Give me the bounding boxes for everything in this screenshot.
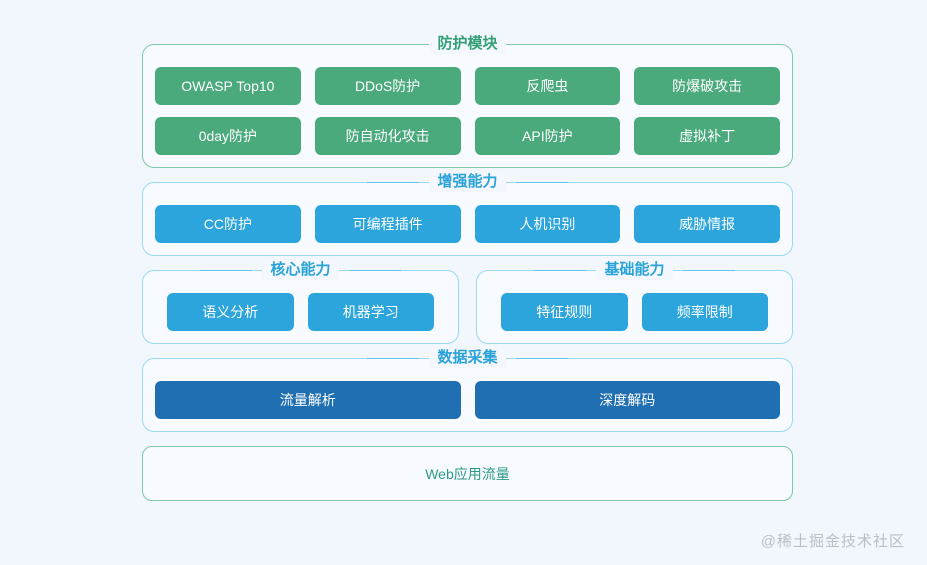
section-legend: 核心能力 <box>143 260 458 280</box>
legend-rule-left <box>367 43 420 45</box>
pill-programmable-plugin[interactable]: 可编程插件 <box>314 205 461 243</box>
pill-anti-crawler[interactable]: 反爬虫 <box>474 67 621 105</box>
legend-rule-left <box>534 269 587 271</box>
legend-rule-left <box>367 181 420 183</box>
section-title: 防护模块 <box>429 34 506 54</box>
legend-rule-right <box>682 269 735 271</box>
pill-threat-intelligence[interactable]: 威胁情报 <box>634 205 780 243</box>
section-basic-capability: 基础能力 特征规则 频率限制 <box>476 260 793 344</box>
pill-human-machine-id[interactable]: 人机识别 <box>474 205 621 243</box>
watermark: @稀土掘金技术社区 <box>760 533 905 550</box>
capability-row: 核心能力 语义分析 机器学习 基础能力 特征规则 频率限制 <box>142 260 793 344</box>
section-legend: 增强能力 <box>143 172 792 192</box>
pill-0day[interactable]: 0day防护 <box>155 117 301 155</box>
section-data-collection: 数据采集 流量解析 深度解码 <box>142 348 793 432</box>
pill-anti-automation[interactable]: 防自动化攻击 <box>314 117 461 155</box>
pill-row: 0day防护 防自动化攻击 API防护 虚拟补丁 <box>155 117 780 155</box>
pill-deep-decoding[interactable]: 深度解码 <box>474 381 780 419</box>
architecture-diagram: 防护模块 OWASP Top10 DDoS防护 反爬虫 防爆破攻击 0day防护… <box>142 34 793 501</box>
legend-rule-right <box>515 181 568 183</box>
legend-rule-right <box>515 357 568 359</box>
pill-traffic-parsing[interactable]: 流量解析 <box>155 381 461 419</box>
pill-signature-rules[interactable]: 特征规则 <box>501 293 628 331</box>
pill-ddos[interactable]: DDoS防护 <box>314 67 461 105</box>
legend-rule-left <box>200 269 253 271</box>
pill-semantic-analysis[interactable]: 语义分析 <box>167 293 294 331</box>
pill-api-protection[interactable]: API防护 <box>474 117 621 155</box>
section-title: 基础能力 <box>596 260 673 280</box>
pill-owasp-top10[interactable]: OWASP Top10 <box>155 67 301 105</box>
pill-rate-limiting[interactable]: 频率限制 <box>641 293 768 331</box>
section-legend: 数据采集 <box>143 348 792 368</box>
section-protection-modules: 防护模块 OWASP Top10 DDoS防护 反爬虫 防爆破攻击 0day防护… <box>142 34 793 168</box>
legend-rule-left <box>367 357 420 359</box>
pill-anti-bruteforce[interactable]: 防爆破攻击 <box>634 67 780 105</box>
legend-rule-right <box>515 43 568 45</box>
pill-row: 特征规则 频率限制 <box>489 293 780 331</box>
pill-cc-protection[interactable]: CC防护 <box>155 205 301 243</box>
section-title: 数据采集 <box>429 348 506 368</box>
pill-row: OWASP Top10 DDoS防护 反爬虫 防爆破攻击 <box>155 67 780 105</box>
pill-virtual-patch[interactable]: 虚拟补丁 <box>634 117 780 155</box>
section-title: 核心能力 <box>262 260 339 280</box>
web-application-traffic-label: Web应用流量 <box>425 465 510 482</box>
section-enhanced-capability: 增强能力 CC防护 可编程插件 人机识别 威胁情报 <box>142 172 793 256</box>
pill-row: CC防护 可编程插件 人机识别 威胁情报 <box>155 205 780 243</box>
section-title: 增强能力 <box>429 172 506 192</box>
section-legend: 防护模块 <box>143 34 792 54</box>
web-application-traffic-box: Web应用流量 <box>142 446 793 501</box>
pill-machine-learning[interactable]: 机器学习 <box>307 293 434 331</box>
legend-rule-right <box>348 269 401 271</box>
section-core-capability: 核心能力 语义分析 机器学习 <box>142 260 459 344</box>
pill-row: 流量解析 深度解码 <box>155 381 780 419</box>
pill-row: 语义分析 机器学习 <box>155 293 446 331</box>
section-legend: 基础能力 <box>477 260 792 280</box>
